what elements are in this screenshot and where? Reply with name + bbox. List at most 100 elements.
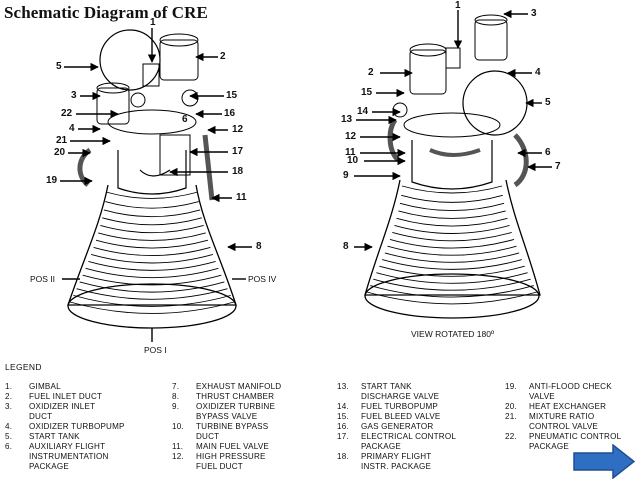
left-callout-16: 16 bbox=[224, 108, 236, 119]
legend-item: DISCHARGE VALVE bbox=[337, 392, 456, 402]
right-callout-11: 11 bbox=[345, 147, 356, 158]
legend-item-number: 5. bbox=[5, 432, 13, 441]
legend-item: DUCT bbox=[172, 432, 281, 442]
legend-item-label: FUEL TURBOPUMP bbox=[361, 402, 439, 411]
left-callout-17: 17 bbox=[232, 146, 244, 157]
legend-item-label: GIMBAL bbox=[29, 382, 61, 391]
right-callout-10: 10 bbox=[347, 155, 359, 166]
legend-item: 14.FUEL TURBOPUMP bbox=[337, 402, 456, 412]
legend-item-label: PRIMARY FLIGHT bbox=[361, 452, 432, 461]
legend-item-label: FUEL INLET DUCT bbox=[29, 392, 103, 401]
legend-item-number: 8. bbox=[172, 392, 180, 401]
left-callout-22: 22 bbox=[61, 108, 73, 119]
legend-item-label: FUEL BLEED VALVE bbox=[361, 412, 441, 421]
legend-item: 8.THRUST CHAMBER bbox=[172, 392, 281, 402]
legend-item-number: 21. bbox=[505, 412, 517, 421]
legend-title: LEGEND bbox=[5, 362, 42, 372]
legend-item-number: 13. bbox=[337, 382, 349, 391]
right-callout-1: 1 bbox=[455, 0, 461, 11]
legend-item-number bbox=[5, 452, 29, 462]
view-rotated-caption: VIEW ROTATED 180º bbox=[411, 329, 495, 339]
legend-item-label: INSTRUMENTATION bbox=[29, 452, 109, 461]
legend-item-number: 1. bbox=[5, 382, 13, 391]
legend-item-number bbox=[505, 422, 529, 432]
legend-item: 11. MAIN FUEL VALVE bbox=[172, 442, 281, 452]
legend-item-number: 15. bbox=[337, 412, 349, 421]
legend-item-number bbox=[337, 392, 361, 402]
legend-item-number: 22. bbox=[505, 432, 517, 441]
right-callout-8: 8 bbox=[343, 241, 349, 252]
legend-item-number: 16. bbox=[337, 422, 349, 431]
legend-item-label: START TANK bbox=[29, 432, 80, 441]
legend-item-number bbox=[505, 392, 529, 402]
legend-item-label: DUCT bbox=[29, 412, 53, 421]
left-callout-19: 19 bbox=[46, 175, 58, 186]
legend-item: 13. START TANK bbox=[337, 382, 456, 392]
legend-item-label: OXIDIZER TURBOPUMP bbox=[29, 422, 125, 431]
left-callout-15: 15 bbox=[226, 90, 238, 101]
legend-item: INSTR. PACKAGE bbox=[337, 462, 456, 472]
legend-item-label: TURBINE BYPASS bbox=[196, 422, 269, 431]
left-callout-6: 6 bbox=[182, 114, 188, 125]
legend-item: 21. MIXTURE RATIO bbox=[505, 412, 621, 422]
legend-item: VALVE bbox=[505, 392, 621, 402]
right-engine-drawing bbox=[364, 14, 541, 319]
legend-item-number: 18. bbox=[337, 452, 349, 461]
legend-item-label: DISCHARGE VALVE bbox=[361, 392, 440, 401]
legend-item-number: 11. bbox=[172, 442, 184, 451]
legend-item-label: GAS GENERATOR bbox=[361, 422, 434, 431]
legend-item: PACKAGE bbox=[505, 442, 621, 452]
legend-item: 22. PNEUMATIC CONTROL bbox=[505, 432, 621, 442]
legend-item-label: FUEL DUCT bbox=[196, 462, 243, 471]
next-slide-button[interactable] bbox=[573, 444, 635, 479]
legend-item-label: MIXTURE RATIO bbox=[529, 412, 595, 421]
legend-item: DUCT bbox=[5, 412, 125, 422]
right-callout-3: 3 bbox=[531, 8, 537, 19]
legend-item: 10.TURBINE BYPASS bbox=[172, 422, 281, 432]
left-callout-18: 18 bbox=[232, 166, 244, 177]
legend-item: 19.ANTI-FLOOD CHECK bbox=[505, 382, 621, 392]
pos-ii-label: POS II bbox=[30, 274, 56, 284]
legend-item: 12.HIGH PRESSURE bbox=[172, 452, 281, 462]
legend-item: 6.AUXILIARY FLIGHT bbox=[5, 442, 125, 452]
legend-item: 1. GIMBAL bbox=[5, 382, 125, 392]
legend-item-number: 7. bbox=[172, 382, 180, 391]
legend-item-label: ANTI-FLOOD CHECK bbox=[529, 382, 612, 391]
diagram-title: Schematic Diagram of CRE bbox=[4, 3, 209, 22]
legend-item-label: CONTROL VALVE bbox=[529, 422, 599, 431]
legend-item: FUEL DUCT bbox=[172, 462, 281, 472]
right-callout-15: 15 bbox=[361, 87, 373, 98]
legend-item-label: PACKAGE bbox=[361, 442, 401, 451]
legend-item-label: START TANK bbox=[361, 382, 412, 391]
legend-item-label: PNEUMATIC CONTROL bbox=[529, 432, 622, 441]
right-callout-6: 6 bbox=[545, 147, 551, 158]
legend-item-number: 9. bbox=[172, 402, 180, 411]
legend-item-number bbox=[337, 442, 361, 452]
left-callout-11: 11 bbox=[236, 192, 247, 203]
legend-item-number bbox=[5, 412, 29, 422]
legend-item-number bbox=[172, 462, 196, 472]
legend-item: 3.OXIDIZER INLET bbox=[5, 402, 125, 412]
left-callout-12: 12 bbox=[232, 124, 244, 135]
legend-item: 18. PRIMARY FLIGHT bbox=[337, 452, 456, 462]
legend-item-number bbox=[172, 432, 196, 442]
legend-item-number bbox=[5, 462, 29, 472]
left-callout-2: 2 bbox=[220, 51, 226, 62]
right-callout-14: 14 bbox=[357, 106, 369, 117]
left-engine-drawing bbox=[67, 29, 237, 329]
legend-item: 16. GAS GENERATOR bbox=[337, 422, 456, 432]
left-callout-4: 4 bbox=[69, 123, 75, 134]
legend-item: BYPASS VALVE bbox=[172, 412, 281, 422]
legend-item-number bbox=[337, 462, 361, 472]
left-callout-1: 1 bbox=[150, 17, 156, 28]
right-arrow-icon bbox=[573, 444, 635, 479]
legend-item-label: BYPASS VALVE bbox=[196, 412, 258, 421]
legend-item: CONTROL VALVE bbox=[505, 422, 621, 432]
legend-item-label: MAIN FUEL VALVE bbox=[196, 442, 270, 451]
legend-item: 7.EXHAUST MANIFOLD bbox=[172, 382, 281, 392]
right-callout-2: 2 bbox=[368, 67, 374, 78]
